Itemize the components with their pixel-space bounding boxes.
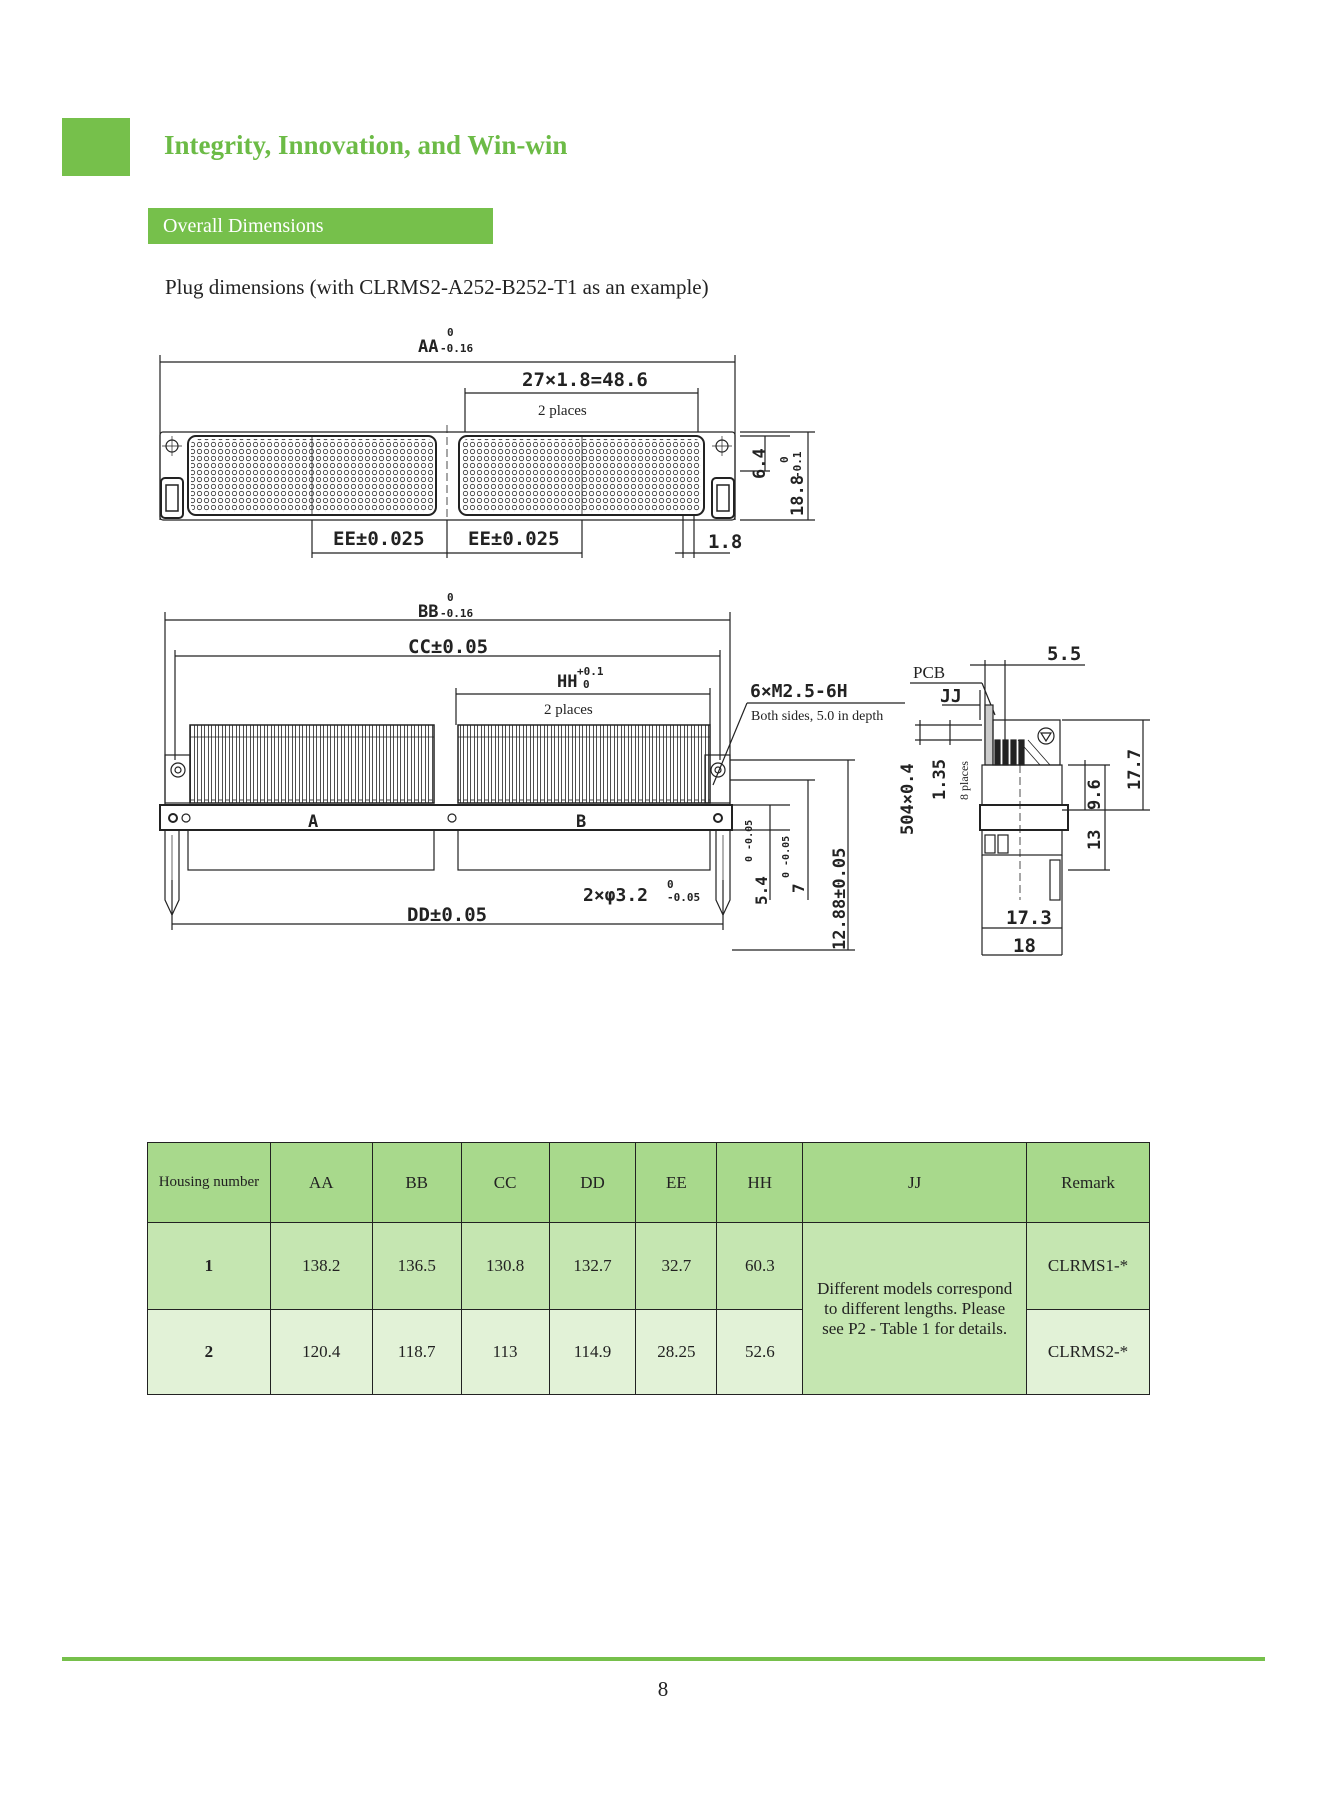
dim-18-8-tol-upper: 0	[778, 456, 791, 463]
hole-label: 2×φ3.2	[583, 885, 648, 906]
cc-label: CC±0.05	[408, 636, 488, 658]
bb-label: BB	[418, 602, 438, 622]
cell-housing: 2	[147, 1309, 271, 1395]
dim-13: 13	[1085, 830, 1105, 850]
ee-right-label: EE±0.025	[468, 528, 560, 550]
dim-1-8: 1.8	[708, 531, 742, 553]
dim-7-tol: 0 -0.05	[781, 836, 792, 878]
hh-note: 2 places	[544, 702, 593, 718]
col-header-ee: EE	[635, 1142, 718, 1223]
cell-ee: 32.7	[635, 1222, 718, 1310]
col-header-remark: Remark	[1026, 1142, 1150, 1223]
cell-ee: 28.25	[635, 1309, 718, 1395]
col-header-cc: CC	[460, 1142, 550, 1223]
cell-dd: 132.7	[548, 1222, 637, 1310]
page-number: 8	[657, 1677, 669, 1701]
dim-5-5: 5.5	[1047, 643, 1081, 665]
hh-label: HH	[557, 672, 577, 692]
dim-7: 7	[789, 883, 808, 893]
table-row: 2 120.4 118.7 113 114.9 28.25 52.6 CLRMS…	[147, 1309, 1150, 1395]
dim-18: 18	[1013, 935, 1036, 957]
jj-label: JJ	[940, 686, 962, 707]
dim-5-4-tol: 0 -0.05	[744, 820, 755, 862]
bb-tol-upper: 0	[447, 591, 454, 604]
footer-divider	[62, 1657, 1265, 1661]
technical-drawing: AA 0 -0.16 27×1.8=48.6 2 places EE±0.025…	[159, 326, 1150, 957]
front-view-labels: BB 0 -0.16 CC±0.05 HH +0.1 0 2 places 6×…	[308, 591, 883, 950]
cell-aa: 120.4	[269, 1309, 373, 1395]
col-header-aa: AA	[269, 1142, 373, 1223]
table-header-row: Housing number AA BB CC DD EE HH JJ Rema…	[147, 1142, 1150, 1223]
top-view	[159, 355, 815, 558]
label-a: A	[308, 812, 318, 832]
cell-jj-note: Different models correspond to different…	[802, 1222, 1028, 1395]
cell-hh: 60.3	[716, 1222, 804, 1310]
cell-dd: 114.9	[548, 1309, 637, 1395]
cell-bb: 118.7	[371, 1309, 462, 1395]
label-b: B	[576, 812, 586, 832]
dim-9-6: 9.6	[1085, 779, 1105, 810]
pitch-note: 2 places	[538, 403, 587, 419]
side-view	[910, 660, 1150, 956]
top-view-labels: AA 0 -0.16 27×1.8=48.6 2 places EE±0.025…	[333, 326, 808, 553]
pitch-label: 27×1.8=48.6	[522, 369, 648, 391]
hh-tol-lower: 0	[583, 678, 590, 691]
col-header-hh: HH	[716, 1142, 804, 1223]
cell-housing: 1	[147, 1222, 271, 1310]
dimensions-table: Housing number AA BB CC DD EE HH JJ Rema…	[147, 1142, 1150, 1395]
aa-tol-lower: -0.16	[440, 342, 473, 355]
dd-label: DD±0.05	[407, 904, 487, 926]
dim-17-3: 17.3	[1006, 907, 1052, 929]
thread-note: Both sides, 5.0 in depth	[751, 709, 883, 724]
dim-17-7: 17.7	[1125, 749, 1145, 790]
bb-tol-lower: -0.16	[440, 607, 473, 620]
cell-remark: CLRMS2-*	[1026, 1309, 1150, 1395]
dim-5-4: 5.4	[752, 876, 771, 905]
cell-bb: 136.5	[371, 1222, 462, 1310]
dim-12-88: 12.88±0.05	[830, 848, 850, 950]
table-row: 1 138.2 136.5 130.8 132.7 32.7 60.3 Diff…	[147, 1222, 1150, 1395]
drawing-caption: Plug dimensions (with CLRMS2-A252-B252-T…	[165, 275, 709, 299]
brand-color-block	[62, 118, 130, 176]
cell-aa: 138.2	[269, 1222, 373, 1310]
col-header-jj: JJ	[802, 1142, 1028, 1223]
cell-cc: 130.8	[460, 1222, 550, 1310]
thread-label: 6×M2.5-6H	[750, 681, 848, 702]
front-view	[159, 612, 905, 951]
dim-6-4: 6.4	[750, 448, 770, 479]
dim-504: 504×0.4	[898, 763, 918, 835]
side-view-labels: 5.5 PCB JJ 504×0.4 1.35 8 places 9.6 17.…	[898, 643, 1145, 957]
ee-left-label: EE±0.025	[333, 528, 425, 550]
cell-hh: 52.6	[716, 1309, 804, 1395]
aa-label: AA	[418, 337, 438, 357]
hole-tol-lower: -0.05	[667, 891, 700, 904]
cell-cc: 113	[460, 1309, 550, 1395]
hole-tol-upper: 0	[667, 878, 674, 891]
col-header-housing: Housing number	[147, 1142, 271, 1223]
dim-1-35: 1.35	[930, 759, 950, 800]
col-header-bb: BB	[371, 1142, 462, 1223]
dim-18-8-tol-lower: -0.1	[791, 451, 804, 478]
aa-tol-upper: 0	[447, 326, 454, 339]
col-header-dd: DD	[548, 1142, 637, 1223]
pcb-label: PCB	[913, 663, 945, 682]
section-title: Overall Dimensions	[148, 208, 493, 244]
hh-tol-upper: +0.1	[577, 665, 604, 678]
cell-remark: CLRMS1-*	[1026, 1222, 1150, 1310]
places-note: 8 places	[957, 761, 971, 800]
company-slogan: Integrity, Innovation, and Win-win	[164, 130, 568, 160]
dim-18-8: 18.8	[788, 475, 808, 516]
